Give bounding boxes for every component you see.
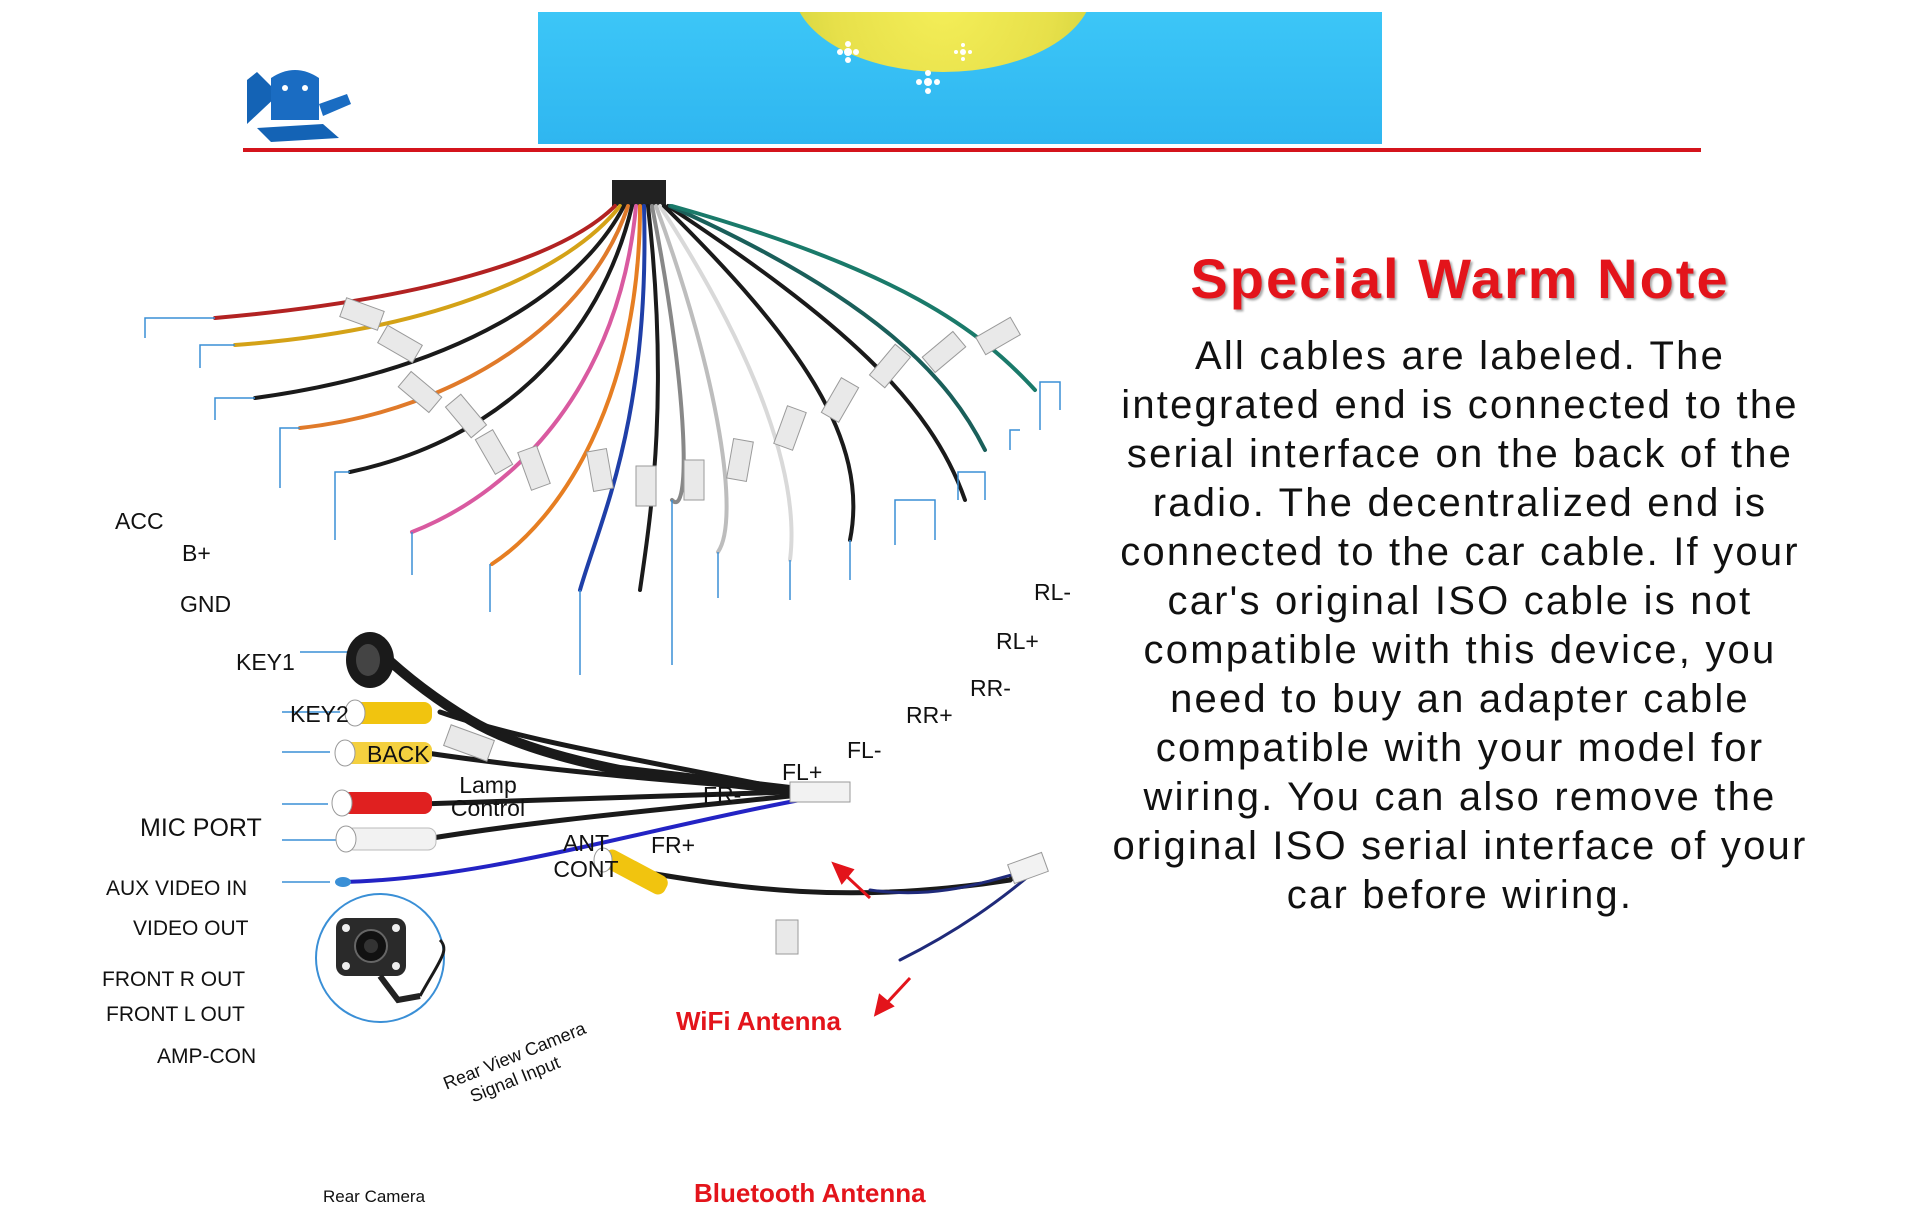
label-key2: KEY2 bbox=[290, 701, 349, 727]
wire-key2 bbox=[348, 204, 634, 474]
label-ant-line1: ANT bbox=[563, 830, 609, 856]
connector-block bbox=[612, 180, 666, 206]
label-lamp-line1: Lamp bbox=[459, 772, 517, 798]
wire-gnd bbox=[253, 204, 626, 400]
wire-rl-minus bbox=[670, 204, 1037, 392]
label-video-out: VIDEO OUT bbox=[133, 917, 249, 940]
label-front-l-out: FRONT L OUT bbox=[106, 1003, 245, 1026]
wire-rr-minus bbox=[666, 204, 967, 502]
label-rr-minus: RR- bbox=[970, 675, 1011, 701]
note-title: Special Warm Note bbox=[1190, 247, 1730, 310]
label-rl-minus: RL- bbox=[1034, 579, 1072, 605]
header-banner bbox=[538, 12, 1382, 144]
label-lamp: Lamp Control bbox=[448, 774, 528, 820]
wire-fl-plus bbox=[654, 204, 729, 554]
wire-fr-minus bbox=[638, 204, 660, 592]
label-rear-camera: Rear Camera bbox=[323, 1187, 426, 1206]
android-logo-icon bbox=[243, 64, 353, 144]
label-fl-minus: FL- bbox=[847, 737, 882, 763]
label-acc: ACC bbox=[115, 508, 164, 534]
label-amp-con: AMP-CON bbox=[157, 1045, 257, 1068]
bluetooth-antenna-label: Bluetooth Antenna bbox=[694, 1178, 926, 1208]
label-back: BACK bbox=[367, 741, 430, 767]
wire-rl-plus bbox=[668, 204, 987, 452]
label-gnd: GND bbox=[180, 591, 232, 617]
wire-lamp bbox=[490, 204, 642, 566]
label-fl-plus: FL+ bbox=[782, 759, 823, 785]
divider-line bbox=[243, 148, 1701, 152]
wire-key1 bbox=[298, 204, 630, 430]
wire-rr-plus bbox=[662, 204, 856, 542]
label-rl-plus: RL+ bbox=[996, 628, 1039, 654]
label-fr-minus: FR- bbox=[703, 782, 742, 808]
wire-fr-plus bbox=[650, 204, 686, 505]
wifi-antenna-label: WiFi Antenna bbox=[676, 1006, 841, 1036]
wiring-diagram: ACC B+ GND KEY1 KEY2 BACK Lamp Control A… bbox=[0, 170, 1110, 1208]
label-rr-plus: RR+ bbox=[906, 702, 953, 728]
label-mic-port: MIC PORT bbox=[140, 814, 262, 842]
wire-bplus bbox=[233, 204, 622, 347]
wire-ant bbox=[578, 204, 647, 592]
label-lamp-line2: Control bbox=[450, 795, 526, 821]
flower-decoration-icon bbox=[837, 41, 972, 94]
label-aux-video-in: AUX VIDEO IN bbox=[106, 877, 248, 900]
label-key1: KEY1 bbox=[236, 649, 295, 675]
camera-icon bbox=[315, 893, 446, 1023]
label-bplus: B+ bbox=[182, 540, 211, 566]
wire-acc bbox=[213, 204, 617, 320]
rca-connectors bbox=[331, 632, 1049, 955]
label-front-r-out: FRONT R OUT bbox=[102, 968, 246, 991]
label-fr-plus: FR+ bbox=[651, 832, 696, 858]
note-body: All cables are labeled. The integrated e… bbox=[1112, 334, 1808, 917]
label-ant-line2: CONT bbox=[553, 856, 619, 882]
wire-fl-minus bbox=[658, 204, 794, 562]
label-ant: ANT CONT bbox=[546, 830, 626, 882]
wiring-harness-drawing bbox=[144, 180, 1061, 1023]
wire-back bbox=[410, 204, 638, 534]
